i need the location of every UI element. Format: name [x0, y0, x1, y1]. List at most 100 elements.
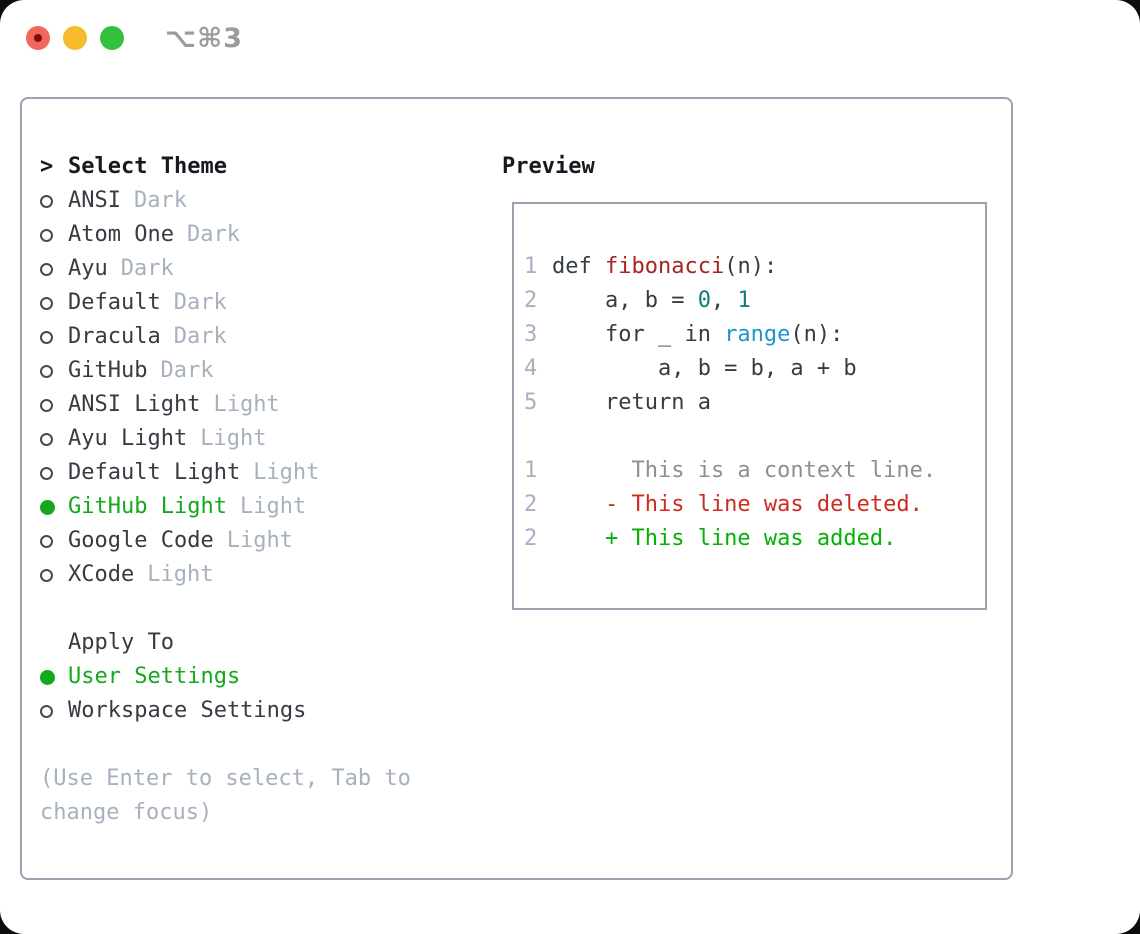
radio-icon [40, 432, 53, 446]
theme-option-label: Dracula [68, 324, 161, 349]
diff-line: 2 - This line was deleted. [524, 488, 985, 522]
close-button[interactable] [26, 26, 50, 50]
theme-option-github-dark[interactable]: GitHub Dark [40, 354, 411, 388]
theme-option-label: XCode [68, 562, 135, 587]
code-segment-code: , [710, 288, 738, 313]
prompt-icon: > [40, 154, 54, 179]
theme-option-ayu-dark[interactable]: Ayu Dark [40, 252, 411, 286]
code-segment-number: 1 [737, 288, 751, 313]
apply-option-label: User Settings [68, 664, 241, 689]
code-segment-code: for _ in [552, 322, 725, 347]
radio-icon [40, 466, 53, 480]
code-segment-code: a, b = b, a + b [552, 356, 857, 381]
theme-option-label: Default [68, 290, 161, 315]
diff-segment-deleted: - This line was deleted. [552, 492, 923, 517]
line-number: 1 [524, 254, 538, 279]
line-number: 2 [524, 526, 538, 551]
radio-icon [40, 262, 53, 276]
line-number: 5 [524, 390, 538, 415]
radio-selected-icon [40, 499, 55, 515]
radio-icon [40, 364, 53, 378]
line-number: 3 [524, 322, 538, 347]
preview-title: Preview [502, 154, 595, 179]
theme-variant-label: Light [213, 392, 280, 417]
apply-to-header: Apply To [40, 626, 411, 660]
theme-option-xcode-light[interactable]: XCode Light [40, 558, 411, 592]
select-theme-title: Select Theme [68, 154, 227, 179]
theme-variant-label: Dark [173, 324, 227, 349]
theme-option-label: GitHub Light [68, 494, 227, 519]
code-segment-number: 0 [697, 288, 711, 313]
line-number: 2 [524, 288, 538, 313]
theme-option-label: Default Light [68, 460, 241, 485]
theme-option-label: ANSI [68, 188, 121, 213]
radio-icon [40, 398, 53, 412]
apply-option-workspace-settings[interactable]: Workspace Settings [40, 694, 411, 728]
minimize-button[interactable] [63, 26, 87, 50]
radio-icon [40, 228, 53, 242]
theme-option-default-light-light[interactable]: Default Light Light [40, 456, 411, 490]
code-line: 5 return a [524, 386, 985, 420]
diff-segment-added: + This line was added. [552, 526, 897, 551]
radio-icon [40, 534, 53, 548]
theme-variant-label: Light [147, 562, 214, 587]
theme-variant-label: Light [226, 528, 293, 553]
line-number: 1 [524, 458, 538, 483]
diff-segment-context: This is a context line. [552, 458, 937, 483]
code-line: 4 a, b = b, a + b [524, 352, 985, 386]
code-segment-builtin: range [724, 322, 791, 347]
code-segment-code: return a [552, 390, 711, 415]
code-segment-code: (n): [724, 254, 778, 279]
diff-preview: 1 This is a context line.2 - This line w… [524, 454, 985, 556]
theme-option-dracula-dark[interactable]: Dracula Dark [40, 320, 411, 354]
line-number: 2 [524, 492, 538, 517]
radio-icon [40, 704, 53, 718]
hint-text-line1: (Use Enter to select, Tab to [40, 766, 411, 791]
theme-variant-label: Dark [173, 290, 227, 315]
theme-variant-label: Light [253, 460, 320, 485]
spacer [40, 592, 411, 626]
spacer [524, 420, 985, 454]
radio-icon [40, 330, 53, 344]
hint-text-line2: change focus) [40, 800, 213, 825]
spacer [40, 728, 411, 762]
zoom-button[interactable] [100, 26, 124, 50]
theme-option-ayu-light-light[interactable]: Ayu Light Light [40, 422, 411, 456]
theme-option-label: GitHub [68, 358, 148, 383]
code-segment-function: fibonacci [604, 254, 725, 279]
theme-variant-label: Dark [160, 358, 214, 383]
radio-icon [40, 568, 53, 582]
code-segment-code: def [552, 254, 605, 279]
diff-line: 1 This is a context line. [524, 454, 985, 488]
theme-option-default-dark[interactable]: Default Dark [40, 286, 411, 320]
apply-to-title: Apply To [68, 630, 174, 655]
diff-line: 2 + This line was added. [524, 522, 985, 556]
titlebar: ⌥⌘3 [26, 23, 243, 54]
code-line: 2 a, b = 0, 1 [524, 284, 985, 318]
code-line: 1 def fibonacci(n): [524, 250, 985, 284]
theme-option-label: Ayu [68, 256, 108, 281]
radio-icon [40, 194, 53, 208]
theme-variant-label: Dark [120, 256, 174, 281]
code-segment-code: (n): [790, 322, 844, 347]
theme-variant-label: Light [200, 426, 267, 451]
keyboard-shortcut-label: ⌥⌘3 [165, 22, 243, 54]
theme-variant-label: Dark [133, 188, 187, 213]
theme-option-label: Ayu Light [68, 426, 188, 451]
theme-option-ansi-dark[interactable]: ANSI Dark [40, 184, 411, 218]
radio-icon [40, 296, 53, 310]
code-line: 3 for _ in range(n): [524, 318, 985, 352]
radio-selected-icon [40, 669, 55, 685]
apply-option-label: Workspace Settings [68, 698, 307, 723]
apply-option-user-settings[interactable]: User Settings [40, 660, 411, 694]
